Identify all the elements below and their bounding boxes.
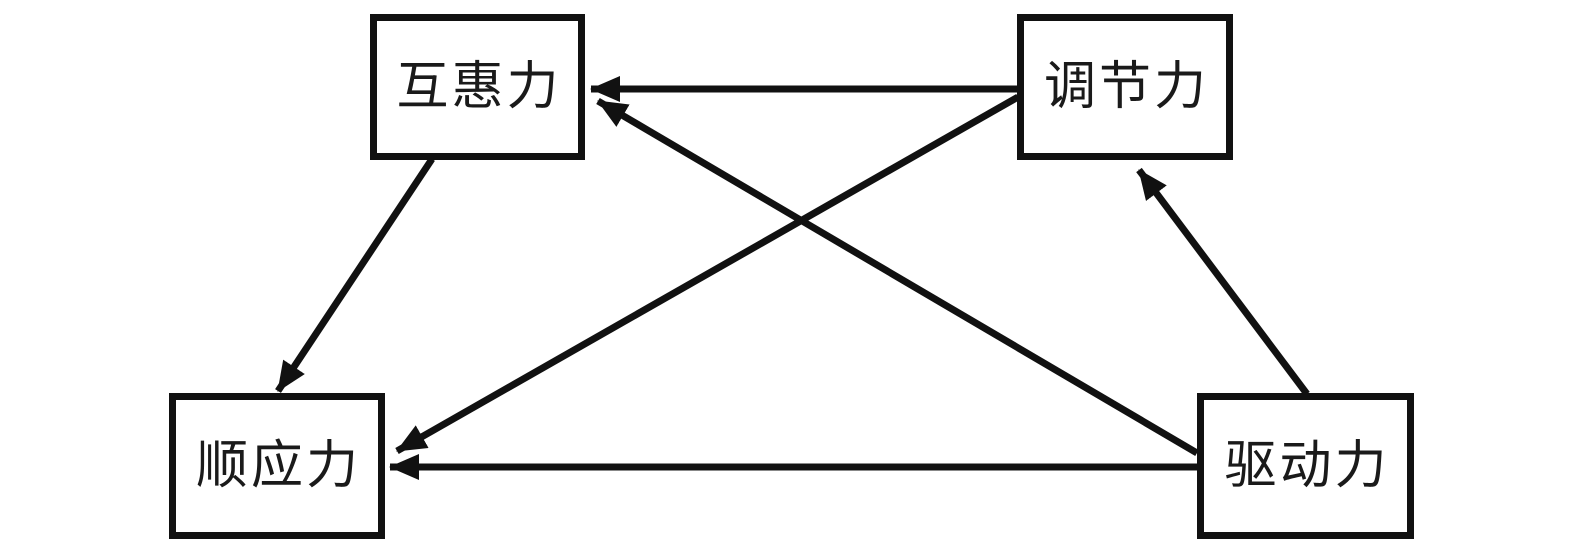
- node-reciprocity-force: 互惠力: [370, 14, 585, 160]
- node-driving-force-label: 驱动力: [1224, 436, 1390, 496]
- node-adaptation-force-label: 顺应力: [195, 436, 361, 496]
- node-regulation-force-label: 调节力: [1043, 57, 1209, 117]
- arrow-huhui-to-shunying: [275, 157, 435, 393]
- arrow-qudong-to-huhui: [596, 97, 1199, 457]
- node-reciprocity-force-label: 互惠力: [396, 57, 562, 117]
- arrow-qudong-to-tiaojie: [1136, 167, 1310, 397]
- node-regulation-force: 调节力: [1017, 14, 1233, 160]
- node-driving-force: 驱动力: [1197, 393, 1414, 539]
- node-adaptation-force: 顺应力: [169, 393, 385, 539]
- arrow-tiaojie-to-shunying: [395, 93, 1020, 455]
